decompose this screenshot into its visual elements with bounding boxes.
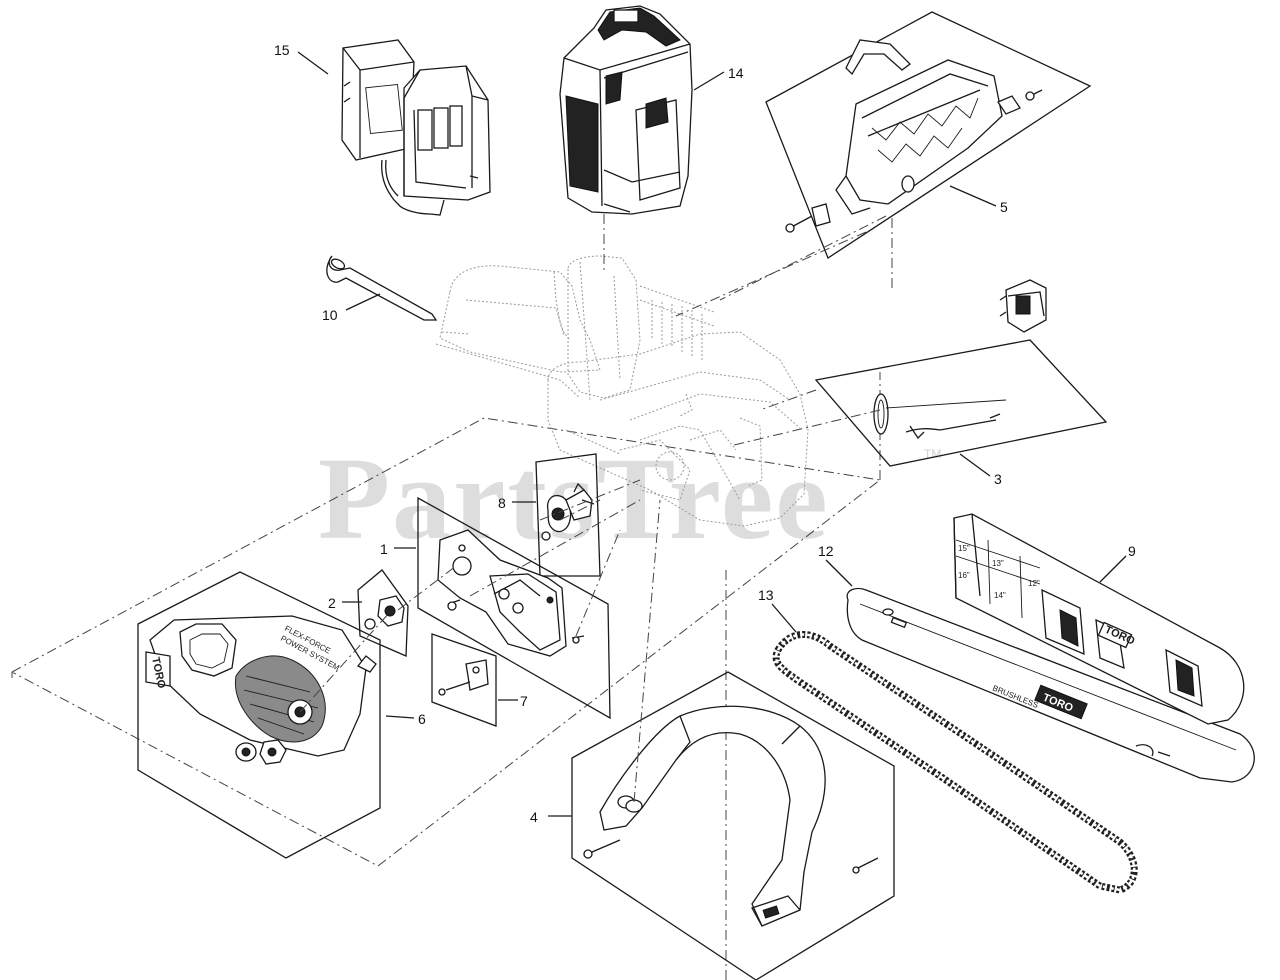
callout-14: 14	[728, 65, 744, 81]
callout-3: 3	[994, 471, 1002, 487]
callout-8: 8	[498, 495, 506, 511]
callout-13: 13	[758, 587, 774, 603]
callout-7: 7	[520, 693, 528, 709]
part-panel-7	[431, 633, 497, 727]
size-label-16: 16"	[958, 571, 970, 580]
callout-1: 1	[380, 541, 388, 557]
leader-lines	[297, 51, 1127, 817]
part-panel-1	[417, 496, 611, 720]
part-wrench	[326, 255, 438, 321]
callout-6: 6	[418, 711, 426, 727]
callout-4: 4	[530, 809, 538, 825]
callout-2: 2	[328, 595, 336, 611]
part-panel-5	[765, 11, 1092, 259]
part-chain	[772, 631, 1138, 894]
callout-9: 9	[1128, 543, 1136, 559]
callout-15: 15	[274, 42, 290, 58]
part-scabbard: 15" 16" 13" 14" 12" TORO	[953, 513, 1245, 725]
part-panel-3	[814, 279, 1108, 467]
size-label-12: 12"	[1028, 579, 1040, 588]
part-panel-4	[571, 671, 895, 980]
callout-numbers: 15 14 5 10 3 8 1 2 6 7 4 12 13 9	[274, 42, 1136, 825]
part-charger	[341, 39, 491, 216]
connector-lines	[299, 214, 893, 803]
callout-12: 12	[818, 543, 834, 559]
callout-10: 10	[322, 307, 338, 323]
size-label-15: 15"	[958, 544, 970, 553]
part-panel-2	[357, 569, 409, 657]
size-label-14: 14"	[994, 591, 1006, 600]
watermark-tm: TM	[924, 447, 941, 461]
part-battery	[559, 5, 693, 215]
callout-5: 5	[1000, 199, 1008, 215]
part-panel-6: TORO FLEX-FORCE POWER SYSTEM	[137, 571, 381, 859]
size-label-13: 13"	[992, 559, 1004, 568]
part-panel-8	[535, 453, 601, 577]
watermark: PartsTree TM	[318, 433, 941, 564]
saw-body	[435, 255, 809, 527]
